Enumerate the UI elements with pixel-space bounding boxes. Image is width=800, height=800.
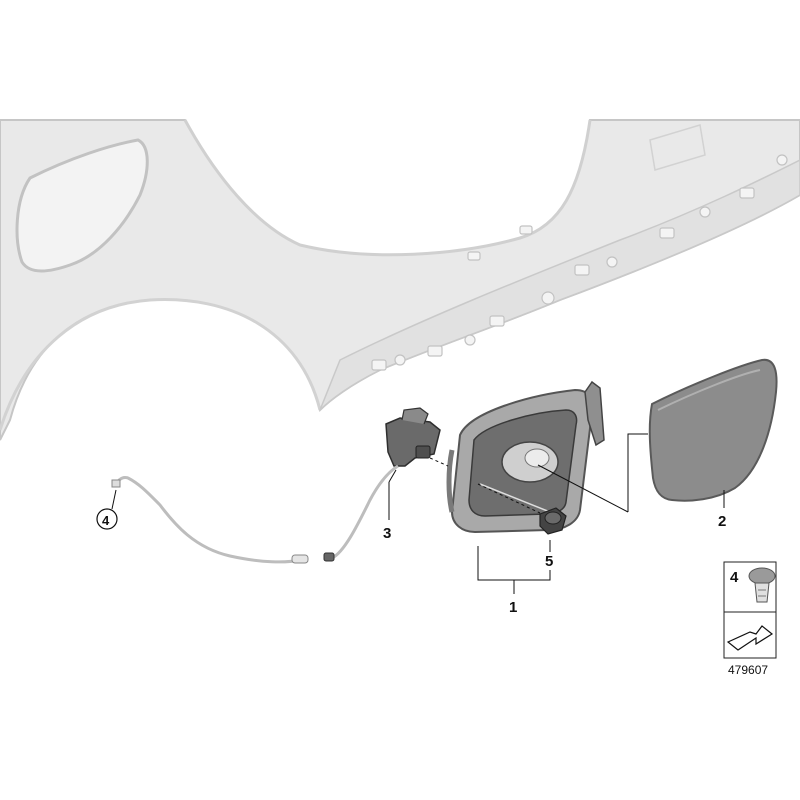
- cable-sleeve: [291, 554, 309, 564]
- cable-line: [113, 476, 301, 564]
- callout-3: 3: [383, 525, 391, 542]
- release-cable: [111, 464, 399, 564]
- housing-seal: [446, 449, 455, 513]
- legend-box: 4 479607: [723, 561, 777, 677]
- rocker-holes: [371, 154, 788, 371]
- wheel-arch-edge: [0, 298, 322, 431]
- vehicle-side-panel: [0, 119, 800, 441]
- legend-part-number: 4: [730, 569, 739, 586]
- leader-lines: [388, 433, 725, 594]
- cable-end-left: [111, 479, 121, 488]
- filler-neck-inner: [524, 448, 550, 468]
- fuel-recess-outline: [15, 138, 149, 273]
- actuator-plug: [415, 445, 431, 459]
- cable-clip: [323, 552, 335, 562]
- flap-highlight: [657, 369, 761, 411]
- housing-rod: [479, 483, 551, 513]
- actuator-connector: [401, 407, 429, 425]
- clip-icon: [748, 567, 776, 603]
- callout-4-circle: [96, 508, 118, 530]
- cable-line-right: [331, 464, 399, 560]
- rocker-panel: [319, 159, 800, 411]
- upper-panel-detail: [649, 124, 706, 171]
- direction-arrow-icon: [726, 625, 774, 651]
- callout-2: 2: [718, 513, 726, 530]
- fuel-flap-part-2: [648, 358, 778, 502]
- actuator-part-3: [385, 407, 441, 467]
- image-code: 479607: [728, 663, 768, 677]
- hinge-arm: [584, 380, 605, 447]
- door-opening-edge: [183, 119, 592, 257]
- callout-labels: 1 2 3 5 4: [96, 489, 726, 616]
- buffer-part-5: [539, 507, 567, 535]
- flap-outer: [648, 358, 778, 502]
- fuel-filler-housing: [446, 380, 605, 534]
- callout-4: 4: [102, 513, 110, 528]
- callout-1: 1: [509, 599, 517, 616]
- callout-5: 5: [545, 553, 553, 570]
- callout-4-leader: [111, 489, 117, 510]
